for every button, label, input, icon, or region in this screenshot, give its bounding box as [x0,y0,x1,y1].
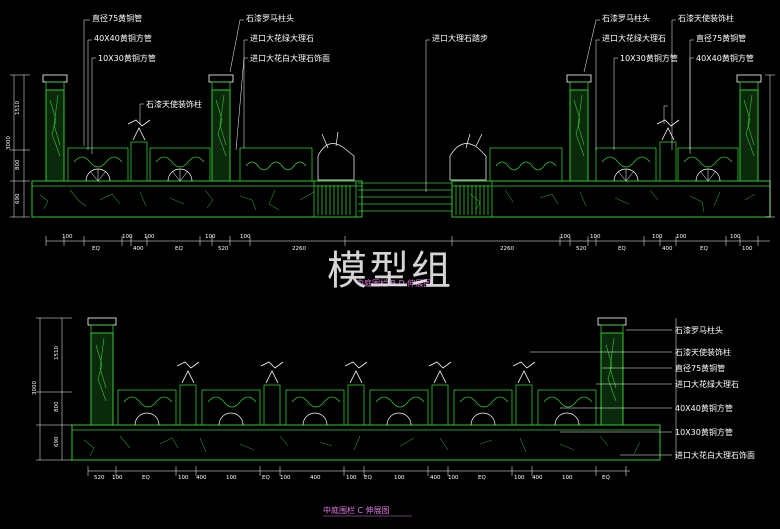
dim-b-2: EQ [142,475,150,481]
label-roman-capital: 石漆罗马柱头 [246,13,294,23]
top-elevation [10,19,775,246]
dim-t-10: 2260 [500,246,514,252]
top-column-2 [208,74,234,182]
dim-t-20: 100 [742,246,753,252]
dim-t-15: 100 [652,234,663,240]
watermark-text: 模型组 [327,248,453,294]
top-column-4 [736,74,762,182]
top-right-labels: 石漆罗马柱头 进口大花绿大理石 10X30黄铜方管 石漆天使装饰柱 直径75黄铜… [602,13,754,63]
dim-b-18: EQ [602,475,610,481]
label-b-copper-square-10: 10X30黄铜方管 [675,427,733,437]
label-b-copper-square-40: 40X40黄铜方管 [675,403,733,413]
dim-690: 690 [15,193,21,204]
label-angel-pillar-r: 石漆天使装饰柱 [678,13,734,23]
top-angel-pedestals [127,119,680,182]
label-b-angel-pillar: 石漆天使装饰柱 [675,347,731,357]
dim-b-10: EQ [364,475,372,481]
dim-t-3: 400 [133,246,144,252]
dim-b-3: 100 [178,475,189,481]
dim-b-5: 100 [226,475,237,481]
dim-t-5: EQ [175,246,183,252]
label-copper-pipe-75: 直径75黄铜管 [92,13,142,23]
label-copper-square-10-r: 10X30黄铜方管 [620,53,678,63]
label-copper-square-40-r: 40X40黄铜方管 [696,53,754,63]
top-left-labels: 直径75黄铜管 40X40黄铜方管 10X30黄铜方管 石漆天使装饰柱 石漆罗马… [92,13,488,109]
top-horizontal-dims: 100 EQ 100 400 100 EQ 100 520 100 2260 2… [62,234,753,252]
bottom-vertical-dims: 1510 3000 800 690 [32,346,60,447]
dim-b-1: 100 [112,475,123,481]
dim-b-13: 100 [448,475,459,481]
title-elevation-c: 中庭围栏 C 伸展图 [323,505,390,515]
dim-b-15: 100 [514,475,525,481]
dim-b-16: 400 [532,475,543,481]
dim-b-690: 690 [54,436,60,447]
dim-t-1: EQ [92,246,100,252]
dim-b-11: 100 [394,475,405,481]
top-column-3 [566,74,592,182]
dim-1510: 1510 [15,101,21,115]
label-angel-pillar: 石漆天使装饰柱 [146,99,202,109]
label-roman-capital-r: 石漆罗马柱头 [602,13,650,23]
label-copper-square-10: 10X30黄铜方管 [98,53,156,63]
dim-t-18: EQ [700,246,708,252]
dim-b-12: 400 [430,475,441,481]
bottom-right-labels: 石漆罗马柱头 石漆天使装饰柱 直径75黄铜管 进口大花绿大理石 40X40黄铜方… [675,325,755,460]
dim-t-17: 100 [676,234,687,240]
dim-b-17: 100 [562,475,573,481]
top-planters [239,147,563,182]
bottom-marble-base [71,424,661,461]
label-marble-steps: 进口大理石踏步 [432,33,488,43]
label-green-marble-r: 进口大花绿大理石 [602,33,666,43]
label-b-white-marble: 进口大花白大理石饰面 [675,450,755,460]
bottom-horizontal-dims: 520 100 EQ 100 400 100 EQ 100 400 100 EQ… [94,475,610,481]
label-green-marble: 进口大花绿大理石 [250,33,314,43]
dim-b-800: 800 [54,401,60,412]
top-column-1 [42,74,68,182]
dim-b-9: 100 [346,475,357,481]
dim-b-4: 400 [196,475,207,481]
label-b-green-marble: 进口大花绿大理石 [675,379,739,389]
dim-t-11: 100 [560,234,571,240]
label-copper-pipe-75-r: 直径75黄铜管 [696,33,746,43]
dim-t-9: 2260 [292,246,306,252]
dim-b-1510: 1510 [54,346,60,360]
dim-t-19: 100 [730,234,741,240]
bottom-railing-panels [117,389,597,426]
dim-t-6: 100 [205,234,216,240]
top-railing-panels [67,147,739,182]
top-statues [317,131,487,181]
dim-800: 800 [15,159,21,170]
bottom-column-right [597,317,627,426]
label-white-marble: 进口大花白大理石饰面 [250,53,330,63]
dim-t-4: 100 [144,234,155,240]
dim-b-3000: 3000 [32,381,38,395]
dim-b-7: 100 [280,475,291,481]
dim-t-0: 100 [62,234,73,240]
bottom-column-left [87,317,117,426]
title-elevation-bd: 中庭围栏 B.D 伸展图 [356,278,431,288]
dim-2000: 3000 [6,136,12,150]
dim-t-7: 520 [218,246,229,252]
dim-b-6: EQ [262,475,270,481]
dim-b-14: EQ [478,475,486,481]
bottom-elevation [36,317,677,476]
label-copper-square-40: 40X40黄铜方管 [94,33,152,43]
label-b-copper-pipe-75: 直径75黄铜管 [675,363,725,373]
dim-t-16: 400 [662,246,673,252]
bottom-angel-pedestals [176,361,536,426]
dim-b-8: 400 [310,475,321,481]
top-vertical-dims: 1510 3000 800 690 [6,101,21,204]
dim-t-8: 100 [240,234,251,240]
dim-t-2: 100 [122,234,133,240]
label-b-roman-capital: 石漆罗马柱头 [675,325,723,335]
dim-b-0: 520 [94,475,105,481]
dim-t-14: EQ [618,246,626,252]
top-steps [358,182,452,212]
dim-t-12: 520 [576,246,587,252]
top-statue-bases [313,180,493,218]
dim-t-13: 100 [590,234,601,240]
